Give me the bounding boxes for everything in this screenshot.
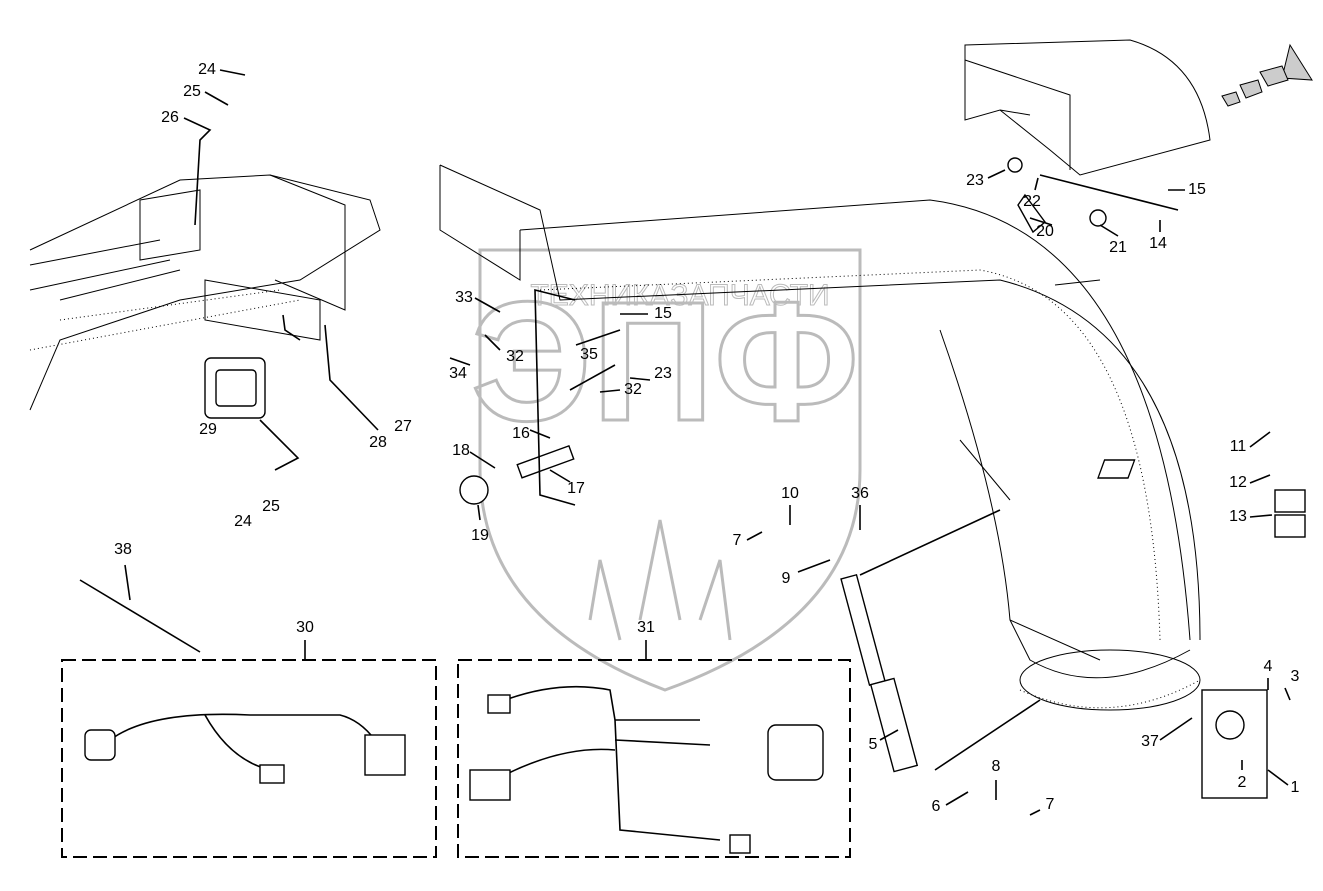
label: 5 (869, 736, 878, 753)
forward-arrow-icon (1221, 43, 1313, 107)
label: 9 (782, 570, 791, 587)
bracket-1 (1201, 689, 1268, 799)
watermark-bottom: ЗАПЧАСТИ (670, 279, 829, 312)
label: 13 (1229, 508, 1247, 525)
harness-kit-31 (457, 659, 851, 858)
label: 36 (851, 485, 869, 502)
label: 25 (183, 83, 201, 100)
label: 11 (1230, 438, 1247, 455)
label: 2 (1238, 774, 1247, 791)
label: 32 (624, 381, 642, 398)
label: 18 (452, 442, 470, 459)
label: 17 (567, 480, 585, 497)
label: 37 (1141, 733, 1159, 750)
clamp-13 (1274, 489, 1306, 513)
cable-tie-38 (79, 579, 201, 653)
label: 10 (781, 485, 799, 502)
pin-17 (516, 444, 575, 479)
leader-lines (124, 69, 1291, 816)
label: 12 (1229, 474, 1247, 491)
label: 35 (580, 346, 598, 363)
harness-31 (469, 685, 824, 854)
top-right-frame (964, 39, 1211, 286)
label: 30 (296, 619, 314, 636)
label: 19 (471, 527, 489, 544)
label: 38 (114, 541, 132, 558)
label: 24 (234, 513, 252, 530)
label: 21 (1109, 239, 1127, 256)
label: 8 (992, 758, 1001, 775)
clip-20 (1017, 193, 1046, 234)
label: 24 (198, 61, 216, 78)
label: 4 (1264, 658, 1273, 675)
label: 16 (512, 425, 530, 442)
discharge-chute (439, 164, 1201, 711)
label: 22 (1023, 193, 1041, 210)
label: 33 (455, 289, 473, 306)
label: 7 (1046, 796, 1055, 813)
label: 26 (161, 109, 179, 126)
label: 6 (932, 798, 941, 815)
label: 27 (394, 418, 412, 435)
parts (79, 157, 1306, 799)
plate-12 (1097, 459, 1136, 479)
label: 34 (449, 365, 467, 382)
label: 31 (637, 619, 655, 636)
label: 15 (1188, 181, 1206, 198)
label: 1 (1291, 779, 1300, 796)
cylinder-5 (840, 573, 886, 687)
left-frame-assembly (29, 174, 381, 411)
label: 3 (1291, 668, 1300, 685)
label: 14 (1149, 235, 1167, 252)
label: 7 (733, 532, 742, 549)
label: 25 (262, 498, 280, 515)
label: 23 (654, 365, 672, 382)
watermark-top: ТЕХНИКА (530, 279, 669, 312)
label: 29 (199, 421, 217, 438)
label: 28 (369, 434, 387, 451)
label: 20 (1036, 223, 1054, 240)
label: 23 (966, 172, 984, 189)
label: 15 (654, 305, 672, 322)
cap-19 (459, 475, 489, 505)
harness-kit-30 (61, 659, 437, 858)
harness-30 (84, 713, 406, 784)
label: 32 (506, 348, 524, 365)
part-number-labels: 24 25 26 29 28 27 24 25 33 15 35 32 34 3… (114, 61, 1299, 815)
